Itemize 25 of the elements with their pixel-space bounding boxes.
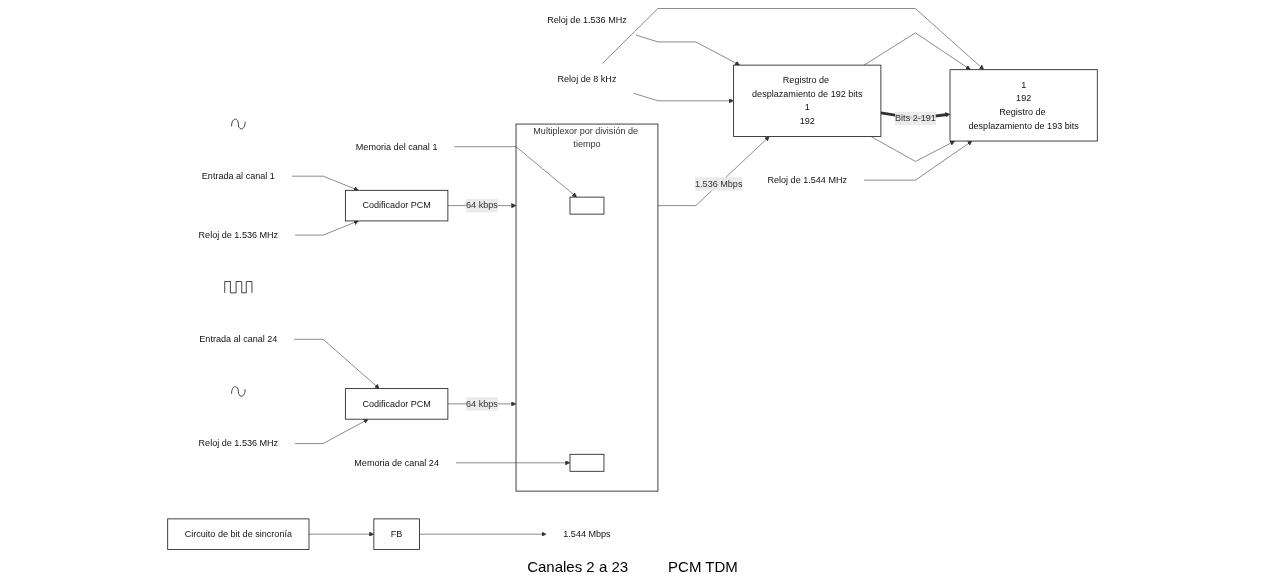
node-text: Memoria de canal 24 [354, 457, 439, 468]
node-box: FB [373, 518, 420, 550]
edge-label: 64 kbps [466, 398, 498, 409]
node-text: Memoria del canal 1 [355, 141, 438, 152]
edge-label: Bits 2-191 [895, 113, 936, 123]
cluster: Multiplexor por división de tiempo [515, 123, 659, 492]
node-text: Reloj de 8 kHz [557, 73, 617, 84]
edge-label: 64 kbps [466, 200, 498, 211]
node-box [569, 453, 605, 472]
node-box: Codificador PCM [344, 189, 449, 222]
node-text: Reloj de 1.536 MHz [198, 438, 279, 449]
node-text: 1.544 Mbps [563, 529, 611, 539]
node-box [569, 196, 605, 215]
node-text: Entrada al canal 24 [199, 334, 278, 344]
node-box: Circuito de bit de sincronía [167, 518, 310, 550]
note-label: Canales 2 a 23 [527, 558, 629, 575]
node-box: Registro de desplazamiento de 192 bits 1 192 [733, 64, 882, 137]
node-box: Codificador PCM [344, 388, 449, 420]
node-text: Entrada al canal 1 [201, 171, 275, 181]
edge-label: 1.536 Mbps [695, 178, 743, 189]
note-label: PCM TDM [668, 558, 738, 575]
node-text: Reloj de 1.544 MHz [767, 175, 848, 185]
node-box: 1 192 Registro de desplazamiento de 193 bits [949, 69, 1098, 142]
node-text: Reloj de 1.536 MHz [547, 14, 627, 25]
node-text: Reloj de 1.536 MHz [198, 229, 279, 240]
